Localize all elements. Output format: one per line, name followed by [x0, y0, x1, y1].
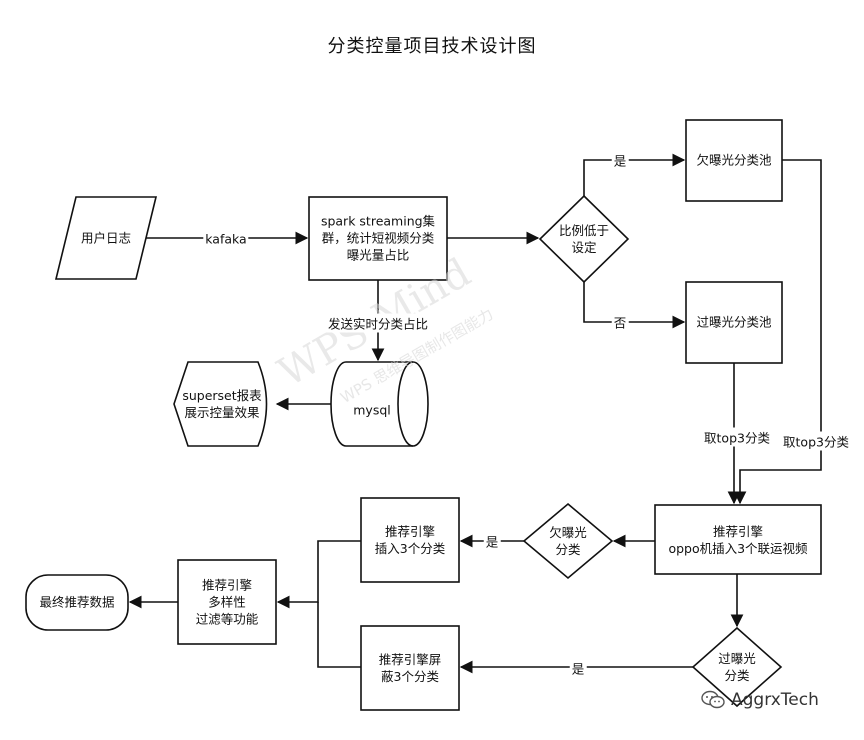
user-log-label: 用户日志: [80, 230, 132, 246]
engine-filter-line3: 过滤等功能: [195, 611, 259, 627]
spark-box: [308, 196, 448, 281]
under-decision-line2: 分类: [555, 542, 581, 557]
engine-oppo-line1: 推荐引擎: [712, 524, 763, 539]
engine-block-box: [360, 625, 460, 711]
superset-display-shape: [173, 361, 268, 447]
over-decision-shape: [691, 626, 783, 708]
engine-oppo-line2: oppo机插入3个联运视频: [668, 541, 808, 556]
over-decision-label: 过曝光 分类: [718, 650, 756, 684]
superset-label-line2: 展示控量效果: [184, 405, 260, 420]
under-decision-shape: [522, 502, 614, 580]
ratio-decision-label: 比例低于 设定: [559, 222, 609, 256]
final-data-terminal: [25, 574, 129, 631]
edge-block-to-filter: [317, 602, 361, 668]
edge-label-kafaka: kafaka: [203, 231, 249, 247]
engine-oppo-box: [654, 504, 822, 575]
engine-block-line1: 推荐引擎屏: [378, 652, 442, 667]
spark-label: spark streaming集 群，统计短视频分类 曝光量占比: [321, 213, 435, 264]
over-decision-line1: 过曝光: [718, 651, 756, 666]
mysql-cylinder: [330, 361, 429, 447]
under-decision-line1: 欠曝光: [549, 525, 587, 540]
edge-label-send: 发送实时分类占比: [325, 313, 431, 333]
engine-oppo-label: 推荐引擎 oppo机插入3个联运视频: [668, 523, 807, 557]
edge-label-no: 否: [611, 312, 629, 332]
edge-label-yes-over: 是: [569, 658, 587, 678]
edge-decision-yes: [583, 153, 686, 196]
spark-label-line2: 群，统计短视频分类: [321, 230, 435, 246]
under-decision-label: 欠曝光 分类: [549, 524, 587, 558]
engine-insert-label: 推荐引擎 插入3个分类: [375, 523, 445, 557]
over-decision-line2: 分类: [724, 668, 750, 683]
ratio-decision-line2: 设定: [571, 240, 597, 255]
edge-decision-no: [583, 282, 686, 329]
engine-block-label: 推荐引擎屏 蔽3个分类: [379, 651, 442, 685]
brand-watermark: AggrxTech: [701, 690, 819, 710]
mysql-label: mysql: [353, 402, 391, 418]
engine-filter-line2: 多样性: [208, 594, 246, 610]
edge-label-top3-under: 取top3分类: [781, 431, 851, 451]
edge-label-top3-over: 取top3分类: [702, 427, 772, 447]
engine-block-line2: 蔽3个分类: [381, 669, 439, 684]
superset-label-line1: superset报表: [182, 388, 262, 403]
spark-label-line3: 曝光量占比: [346, 247, 410, 263]
engine-filter-label: 推荐引擎 多样性 过滤等功能: [196, 577, 259, 628]
ratio-decision-line1: 比例低于: [558, 223, 610, 238]
brand-name: AggrxTech: [731, 690, 819, 710]
under-pool-label: 欠曝光分类池: [696, 152, 772, 168]
engine-filter-box: [177, 559, 277, 645]
final-data-label: 最终推荐数据: [39, 594, 115, 610]
edge-label-yes-under: 是: [483, 531, 501, 551]
edge-insert-to-filter: [276, 540, 361, 609]
edge-under-pool-to-engine: [733, 159, 822, 505]
superset-label: superset报表 展示控量效果: [182, 387, 261, 421]
engine-insert-line1: 推荐引擎: [384, 524, 436, 539]
user-log-shape: [54, 196, 158, 280]
engine-insert-box: [360, 497, 460, 583]
over-pool-label: 过曝光分类池: [696, 314, 772, 330]
under-pool-box: [685, 119, 783, 202]
engine-insert-line2: 插入3个分类: [374, 541, 446, 556]
engine-filter-line1: 推荐引擎: [201, 577, 253, 593]
wechat-icon: [701, 690, 725, 709]
edge-label-yes: 是: [611, 150, 629, 170]
spark-label-line1: spark streaming集: [320, 213, 436, 229]
over-pool-box: [685, 281, 783, 364]
diagram-title: 分类控量项目技术设计图: [327, 36, 537, 57]
